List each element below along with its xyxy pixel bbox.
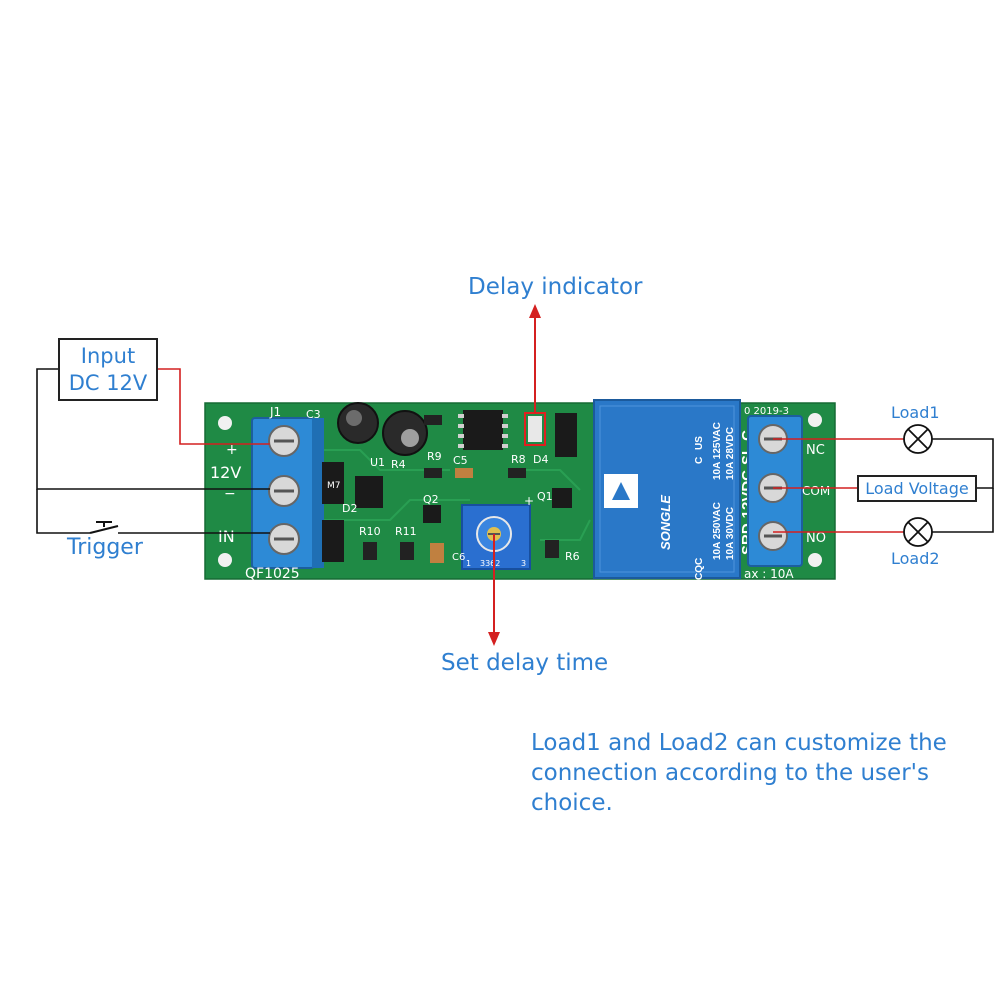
relay-cert: CQC [694,558,705,580]
label-com: COM [802,484,830,498]
comp-label-q2: Q2 [423,493,439,506]
label-12v: 12V [210,463,241,482]
wire-trigger [36,489,90,534]
comp-label-d4: D4 [533,453,548,466]
arrow-delay-indicator [529,304,541,413]
screw-terminal-icon [758,521,788,551]
relay-us-mark: US [694,436,705,450]
wire-input-positive [157,368,270,445]
lamp-icon [903,424,933,454]
trigger-label: Trigger [67,535,143,560]
label-no: NO [806,531,826,546]
label-minus: − [224,486,236,502]
screw-terminal-icon [268,523,300,555]
screw-terminal-icon [268,475,300,507]
note-line: connection according to the user's [531,760,929,786]
set-delay-time-label: Set delay time [441,650,609,676]
board-model: QF1025 [245,566,300,582]
comp-label-c6: C6 [452,552,465,563]
input-label-line2: DC 12V [68,371,148,395]
relay-brand: SONGLE [658,495,673,550]
wiring [36,368,994,534]
load-voltage-label: Load Voltage [857,475,977,502]
comp-label-plus: + [524,494,534,508]
delay-indicator-label: Delay indicator [468,274,643,300]
relay-icon [593,399,741,579]
connection-note: Load1 and Load2 can customize the connec… [531,728,971,818]
wire-load1-return [932,438,994,489]
label-plus: + [226,442,238,458]
load2-label: Load2 [891,549,940,568]
comp-label-r8: R8 [511,453,526,466]
note-line: choice. [531,790,613,816]
load1-label: Load1 [891,403,940,422]
label-j1: J1 [269,405,281,419]
components [322,402,577,563]
relay-c-mark: C [694,457,705,464]
input-terminal-block [251,417,324,569]
push-button-icon [89,521,119,534]
input-dc-label: Input DC 12V [58,338,158,401]
pot-mark-1: 1 [466,559,471,568]
lamp-icon [903,517,933,547]
input-label-line1: Input [80,344,136,368]
comp-label-q1: Q1 [537,490,553,503]
comp-label-r11: R11 [395,525,417,538]
relay-bottom-text: ax : 10A [744,567,794,581]
comp-label-r4: R4 [391,458,406,471]
label-in: IN [218,527,235,546]
relay-rating-4: 10A 28VDC [725,427,736,480]
comp-label-r10: R10 [359,525,381,538]
wire-input-negative [36,368,270,490]
label-nc: NC [806,443,825,458]
relay-rating-3: 10A 125VAC [712,422,723,480]
comp-label-r9: R9 [427,450,442,463]
screw-terminal-icon [268,425,300,457]
note-line: Load1 and Load2 can customize the [531,730,947,756]
comp-label-r6: R6 [565,550,580,563]
pot-mark-3: 3 [521,559,526,568]
comp-label-u1: U1 [370,456,385,469]
arrow-set-delay [488,534,500,646]
comp-label-d2: D2 [342,502,357,515]
relay-rating-1: 10A 250VAC [712,502,723,560]
wire-load2-return [932,488,994,533]
comp-label-m7: M7 [327,481,341,491]
comp-label-c3: C3 [306,408,321,421]
relay-top-text: 0 2019-3 [744,406,789,417]
pot-mark-3362: 3362 [480,559,500,568]
relay-rating-2: 10A 30VDC [725,507,736,560]
comp-label-c5: C5 [453,454,468,467]
